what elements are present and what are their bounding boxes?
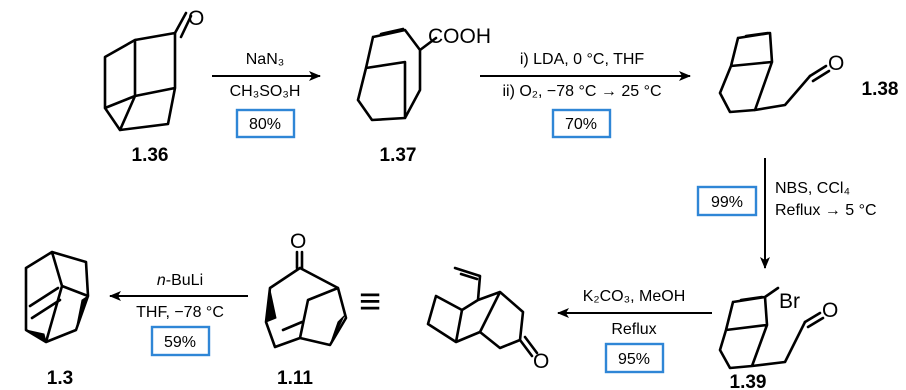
yield-box-4 xyxy=(604,342,665,374)
yield-3: 99% xyxy=(711,194,743,211)
oxygen-atom: O xyxy=(188,7,204,30)
oxygen-atom: O xyxy=(822,299,838,322)
yield-box-1 xyxy=(235,108,296,139)
structure-1-11: O xyxy=(264,230,348,349)
compound-label-1-37: 1.37 xyxy=(380,145,417,166)
compound-label-1-11: 1.11 xyxy=(277,368,313,389)
equivalence-symbol: ≡ xyxy=(359,281,381,323)
yield-5: 59% xyxy=(164,334,196,351)
bromine-atom: Br xyxy=(779,290,800,313)
reagent-k2co3: K₂CO₃, MeOH xyxy=(583,288,686,305)
structure-1-3 xyxy=(24,250,90,344)
structure-tricyclic-ketone: O xyxy=(426,266,549,373)
reagent-lda: i) LDA, 0 °C, THF xyxy=(520,51,645,68)
oxygen-atom: O xyxy=(290,230,306,253)
oxygen-atom: O xyxy=(828,52,844,75)
reagent-oxygen: ii) O₂, −78 °C → 25 °C xyxy=(502,83,661,100)
yield-box-3 xyxy=(696,185,758,217)
reagent-thf: THF, −78 °C xyxy=(136,304,224,321)
reagent-nbs: NBS, CCl₄ xyxy=(775,180,850,197)
reagent-nan3: NaN₃ xyxy=(246,51,285,68)
reagent-ch3so3h: CH₃SO₃H xyxy=(230,83,301,100)
compound-label-1-3: 1.3 xyxy=(47,368,73,389)
oxygen-atom: O xyxy=(533,350,549,373)
yield-box-2 xyxy=(551,108,612,139)
yield-1: 80% xyxy=(249,116,281,133)
yield-box-5 xyxy=(150,325,211,357)
structure-1-38: O xyxy=(718,31,844,114)
compound-label-1-38: 1.38 xyxy=(862,79,899,100)
yield-4: 95% xyxy=(618,351,650,368)
structure-1-36: O xyxy=(103,7,204,132)
compound-label-1-39: 1.39 xyxy=(730,372,767,390)
yield-2: 70% xyxy=(565,116,597,133)
structure-1-37: COOH xyxy=(356,25,491,122)
carboxylic-acid-group: COOH xyxy=(428,25,491,48)
reagent-reflux-cool: Reflux → 5 °C xyxy=(775,202,877,219)
reagent-nbuli: n-BuLi xyxy=(157,272,203,289)
compound-label-1-36: 1.36 xyxy=(132,145,169,166)
structure-1-39: Br O xyxy=(718,286,838,370)
reagent-reflux: Reflux xyxy=(611,321,656,338)
